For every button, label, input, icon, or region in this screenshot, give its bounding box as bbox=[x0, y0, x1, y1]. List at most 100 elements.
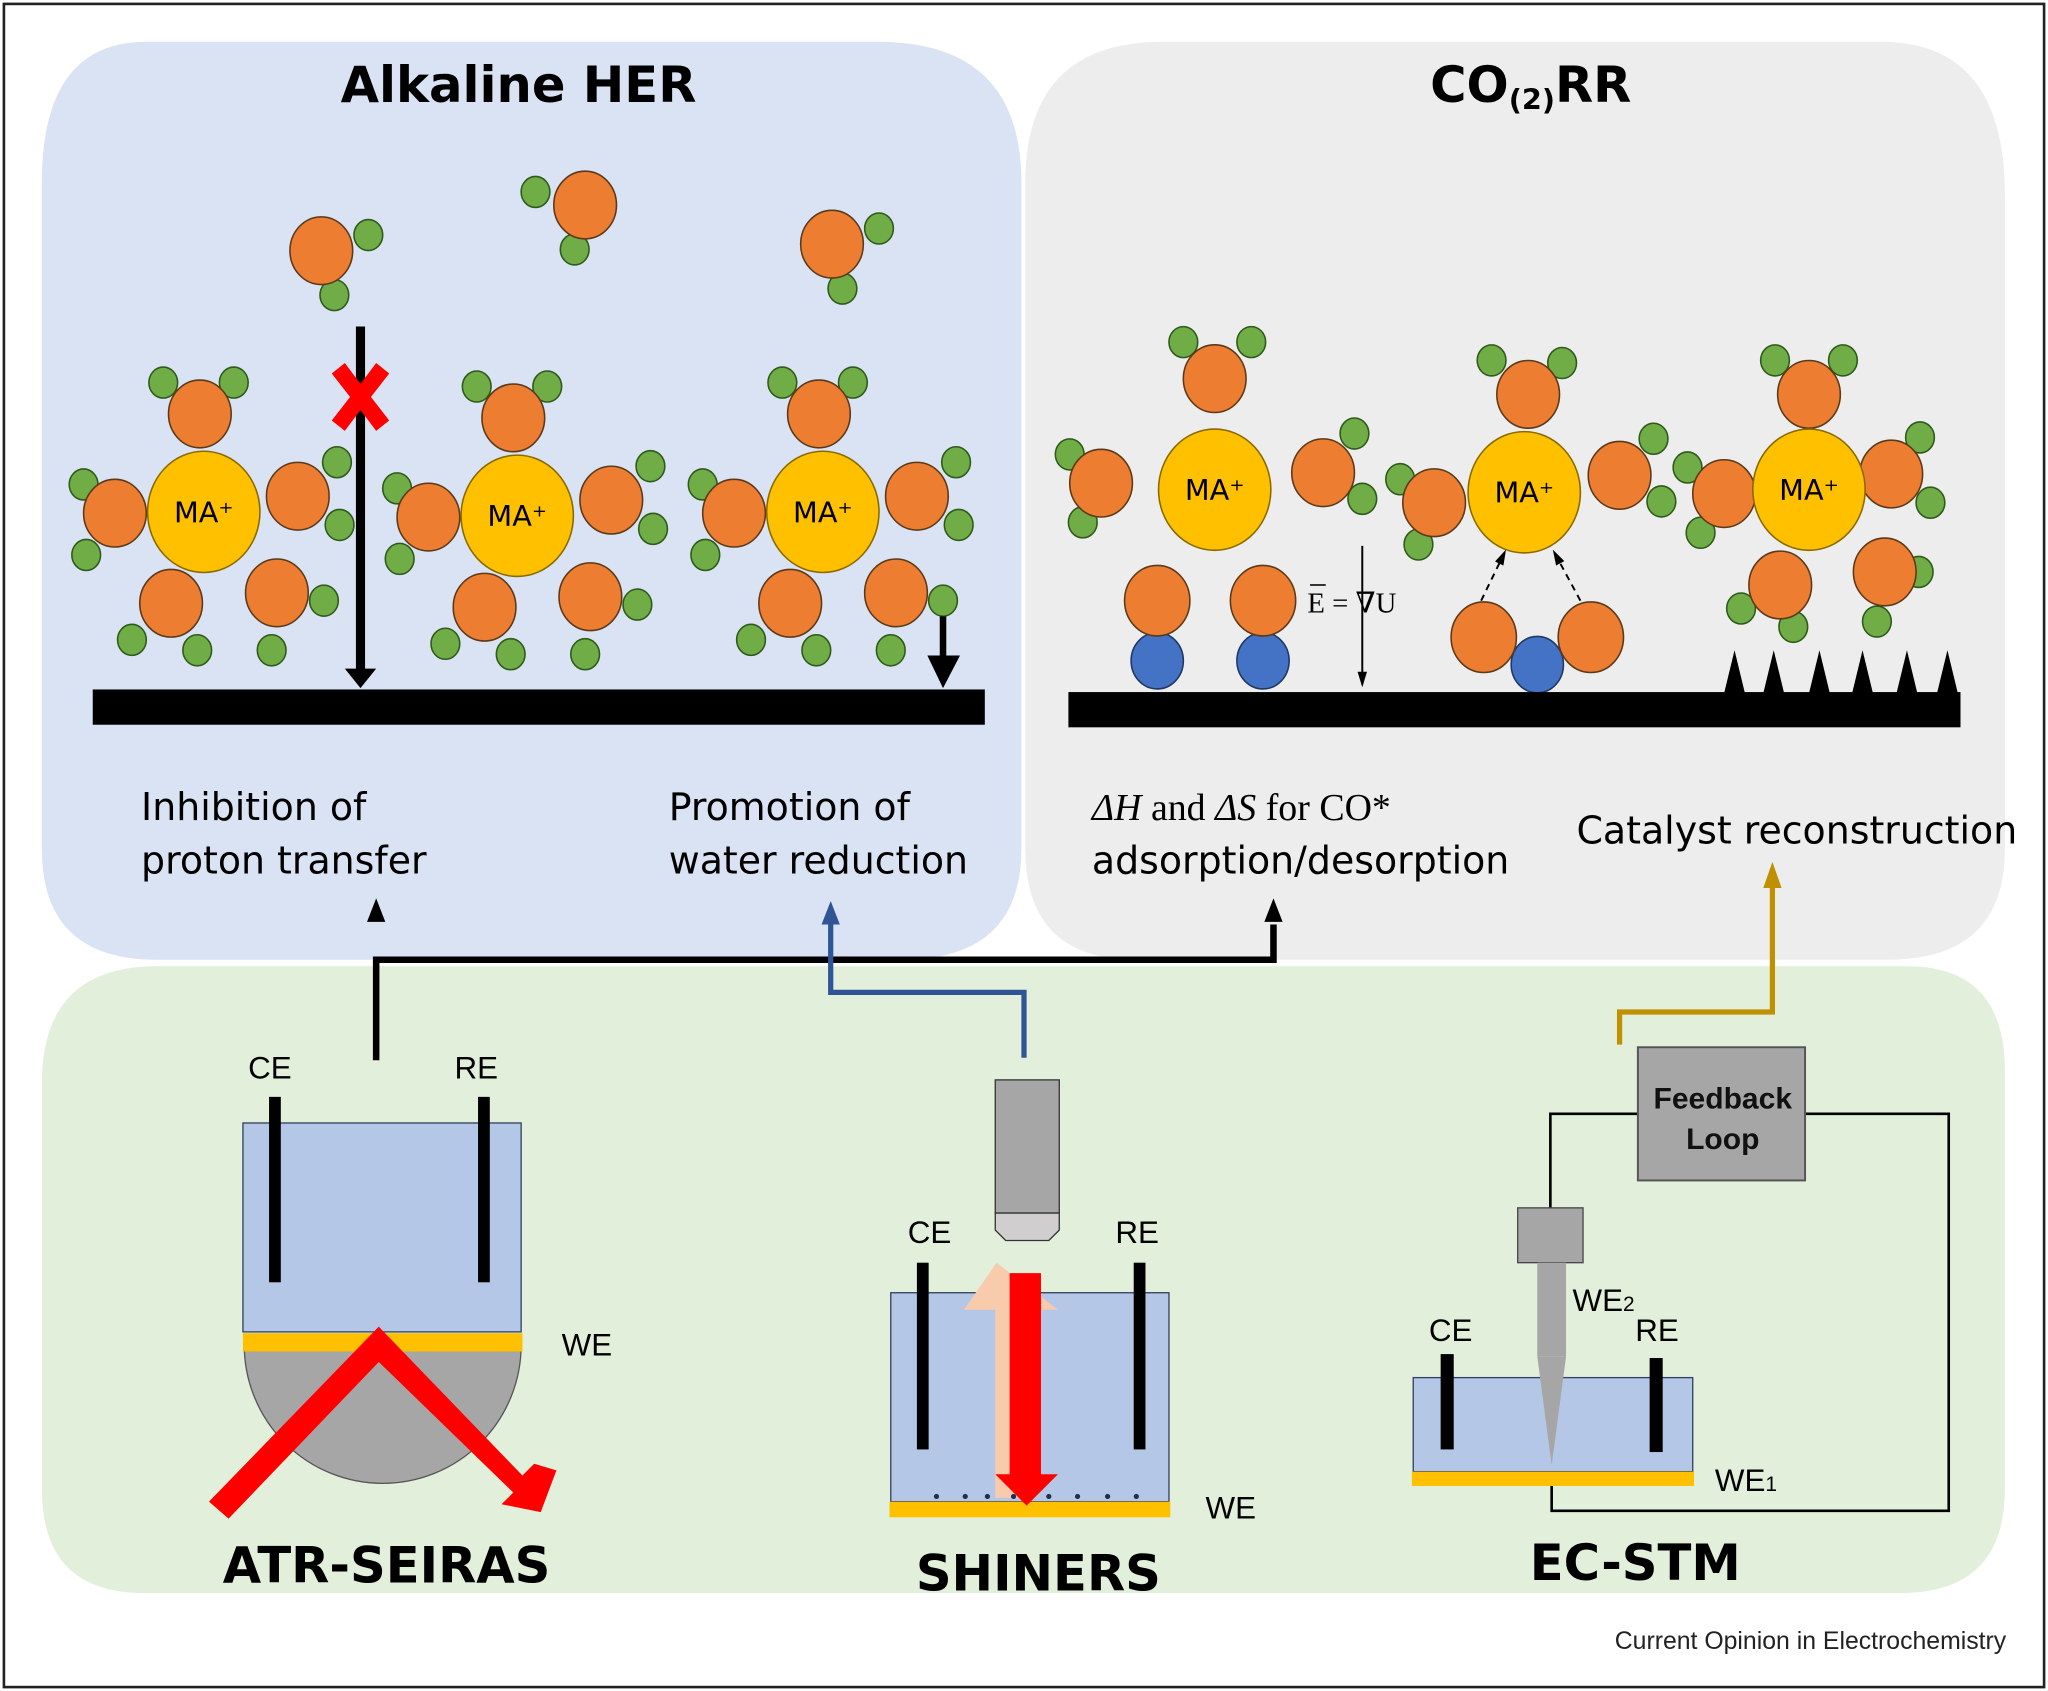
oxygen-atom bbox=[1852, 537, 1917, 607]
shiners-connector bbox=[828, 924, 1027, 1058]
atr-electrolyte bbox=[242, 1122, 522, 1333]
atr-seiras-cell bbox=[208, 1096, 557, 1519]
water-molecule bbox=[289, 216, 384, 312]
adsorbed-co bbox=[1229, 564, 1297, 690]
water-molecule bbox=[116, 568, 213, 667]
oxygen-atom bbox=[1068, 448, 1134, 518]
ma-cation bbox=[460, 454, 575, 578]
water-molecule bbox=[735, 568, 832, 667]
shell-isolated-nanoparticles bbox=[933, 1493, 1139, 1500]
hydrogen-atom bbox=[1672, 451, 1703, 484]
hydrogen-atom bbox=[1759, 344, 1791, 377]
oxygen-atom bbox=[265, 461, 330, 531]
surface-spike bbox=[1936, 650, 1958, 694]
oxygen-atom bbox=[82, 478, 148, 548]
water-molecule bbox=[884, 445, 974, 542]
hydrogen-atom bbox=[256, 633, 287, 667]
shiners-we-film bbox=[889, 1501, 1171, 1518]
hydrogen-atom bbox=[943, 508, 974, 542]
ec-stm-connector bbox=[1616, 885, 1776, 1045]
objective-lens-body bbox=[994, 1079, 1060, 1214]
hydrogen-atom bbox=[635, 449, 666, 483]
electric-field-equation: E = ∇U bbox=[1307, 587, 1396, 619]
stm-re-label: RE bbox=[1635, 1313, 1679, 1348]
atr-ce-rod bbox=[269, 1096, 281, 1283]
oxygen-atom bbox=[1748, 550, 1813, 620]
nanoparticle bbox=[1074, 1493, 1081, 1500]
hydrogen-atom bbox=[495, 637, 526, 671]
atr-ce-label: CE bbox=[248, 1051, 292, 1086]
hydrogen-atom bbox=[182, 633, 213, 667]
hydrogen-atom bbox=[218, 366, 249, 399]
oxygen-atom bbox=[1182, 344, 1247, 414]
oxygen-atom bbox=[452, 572, 517, 642]
ec-stm-title: EC-STM bbox=[1530, 1534, 1741, 1592]
hydrogen-atom bbox=[1646, 485, 1677, 518]
stm-re-rod bbox=[1649, 1358, 1663, 1453]
oxygen-atom bbox=[289, 216, 354, 286]
objective-lens-tip bbox=[994, 1212, 1060, 1242]
ec-stm-arrowhead bbox=[1763, 861, 1782, 888]
atr-ir-beam bbox=[208, 1326, 557, 1519]
nanoparticle bbox=[1104, 1493, 1111, 1500]
hydrogen-atom bbox=[308, 584, 340, 617]
nanoparticle bbox=[962, 1493, 968, 1500]
interaction-arrow-right bbox=[1552, 549, 1582, 602]
hydrogen-atom bbox=[1904, 421, 1936, 454]
oxygen-atom bbox=[138, 568, 204, 638]
nanoparticle bbox=[1133, 1493, 1139, 1500]
carbon-atom bbox=[1510, 635, 1565, 694]
water-molecule bbox=[1859, 421, 1946, 520]
water-molecule bbox=[687, 468, 767, 572]
water-molecule bbox=[381, 472, 461, 576]
oxygen-atom bbox=[786, 379, 852, 449]
ma-cation-label: MA⁺ bbox=[1185, 473, 1245, 507]
stm-circuit-wire bbox=[1549, 1112, 1638, 1212]
surface-spike bbox=[1724, 650, 1745, 694]
water-molecule bbox=[1054, 438, 1134, 539]
hydrogen-atom bbox=[1638, 422, 1669, 456]
oxygen-atom bbox=[481, 383, 546, 453]
shiners-cell bbox=[889, 1079, 1171, 1518]
water-molecule bbox=[799, 209, 895, 305]
ma-cation-label: MA⁺ bbox=[174, 495, 234, 529]
water-molecule bbox=[1852, 537, 1934, 638]
stm-we2-label: WE2 bbox=[1573, 1283, 1635, 1318]
hydrogen-atom bbox=[863, 212, 895, 245]
hydrogen-atom bbox=[1168, 325, 1199, 359]
hydrogen-atom bbox=[837, 366, 869, 399]
shiners-we-label: WE bbox=[1206, 1491, 1256, 1526]
her-title: Alkaline HER bbox=[341, 56, 697, 114]
nanoparticle bbox=[933, 1493, 940, 1500]
water-molecule bbox=[244, 558, 340, 667]
surface-spike bbox=[1808, 650, 1830, 694]
atr-to-thermo-arrowhead bbox=[1264, 898, 1283, 922]
atr-seiras-title: ATR-SEIRAS bbox=[223, 1537, 551, 1595]
stm-tip-shaft bbox=[1537, 1262, 1567, 1357]
interaction-arrow-left bbox=[1480, 549, 1507, 602]
atr-prism bbox=[243, 1344, 522, 1484]
ma-cation bbox=[1752, 428, 1866, 552]
ma-cation-label: MA⁺ bbox=[1494, 476, 1554, 510]
her-electrode bbox=[92, 689, 985, 725]
water-molecule bbox=[1759, 344, 1859, 429]
oxygen-atom bbox=[1776, 359, 1842, 429]
ma-cation-label: MA⁺ bbox=[793, 495, 853, 529]
hydrogen-atom bbox=[520, 175, 551, 209]
ma-cation bbox=[1467, 430, 1582, 554]
hydrogen-atom bbox=[1915, 486, 1946, 520]
atr-re-rod bbox=[478, 1096, 490, 1283]
water-molecule bbox=[1168, 325, 1267, 414]
hydrogen-atom bbox=[622, 588, 653, 621]
water-molecule bbox=[148, 366, 249, 449]
hydrogen-atom bbox=[569, 637, 601, 671]
hydrogen-atom bbox=[1476, 344, 1507, 377]
stm-circuit-wire-return bbox=[1550, 1112, 1951, 1513]
oxygen-atom bbox=[1401, 468, 1467, 538]
hydrogen-atom bbox=[116, 623, 148, 657]
co2rr-title: CO(2)RR bbox=[1430, 56, 1631, 117]
hydrogen-atom bbox=[1827, 344, 1859, 377]
hydrogen-atom bbox=[801, 633, 832, 667]
